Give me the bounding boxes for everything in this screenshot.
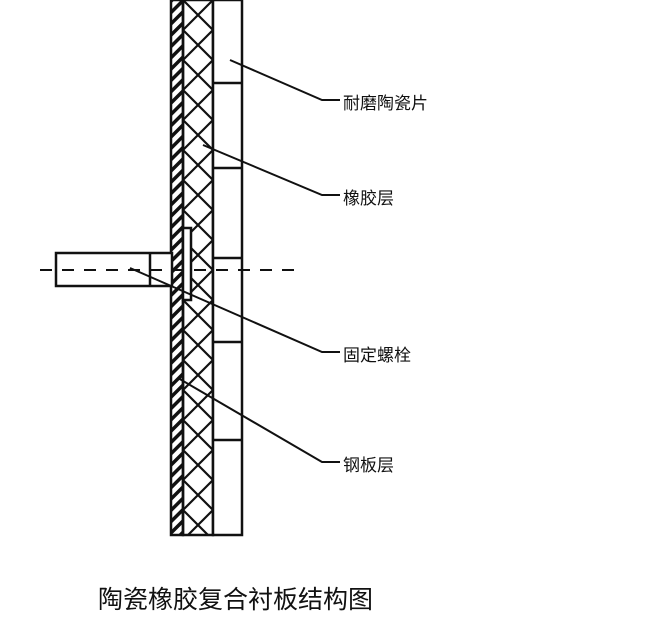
diagram-caption: 陶瓷橡胶复合衬板结构图 <box>98 585 374 614</box>
label-steel-plate: 钢板层 <box>343 456 394 476</box>
leader-lines <box>129 59 340 463</box>
label-wear-resistant-ceramic: 耐磨陶瓷片 <box>343 94 428 114</box>
label-rubber-layer: 橡胶层 <box>343 189 394 209</box>
ceramic-tile-layer <box>211 0 244 537</box>
leader-tile <box>229 59 340 101</box>
leader-rubber <box>202 144 340 196</box>
leader-bolt <box>129 267 340 353</box>
leader-steel <box>177 377 340 463</box>
label-fixing-bolt: 固定螺栓 <box>343 346 411 366</box>
